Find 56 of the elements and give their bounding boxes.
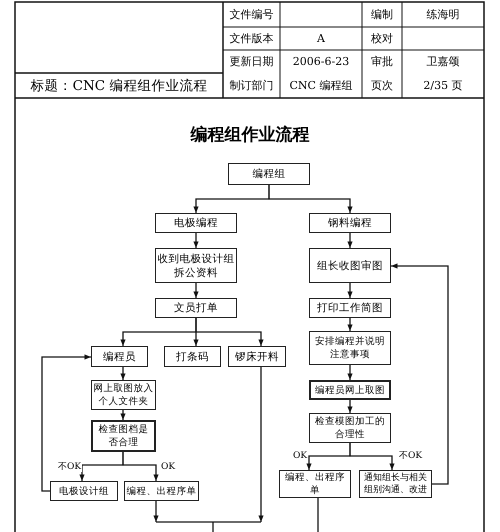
- process-box: 电极编程: [155, 213, 237, 233]
- process-box: 通知组长与相关组别沟通、改进: [359, 470, 432, 498]
- table-cell-text: 文件编号: [230, 7, 274, 22]
- table-cell-text: 练海明: [426, 7, 460, 22]
- process-box: 编程员网上取图: [309, 380, 391, 400]
- process-box: 检查图档是否合理: [91, 420, 156, 452]
- table-cell-text: 文件版本: [230, 31, 274, 46]
- arrow: [122, 452, 159, 481]
- process-box: 打条码: [164, 346, 221, 367]
- edge-label: OK: [292, 451, 308, 461]
- table-cell-text: 校对: [371, 31, 393, 46]
- arrow: [41, 354, 91, 492]
- table-cell-text: 标题：CNC 编程组作业流程: [30, 76, 208, 94]
- arrow: [349, 443, 395, 470]
- arrow: [347, 318, 353, 331]
- arrow: [258, 367, 264, 522]
- table-cell-text: 更新日期: [230, 54, 274, 69]
- table-cell-text: 卫嘉颂: [426, 54, 460, 69]
- process-box: 编程组: [228, 163, 310, 185]
- table-cell-text: 审批: [371, 54, 393, 69]
- process-box: 检查模图加工的合理性: [309, 413, 391, 443]
- arrow: [153, 501, 159, 522]
- table-cell-text: 页次: [371, 78, 393, 93]
- process-box: 锣床开料: [228, 346, 286, 367]
- arrow: [120, 367, 126, 380]
- arrow: [193, 233, 199, 248]
- process-box: 收到电极设计组拆公资料: [155, 248, 237, 283]
- table-cell-text: 制订部门: [230, 78, 274, 93]
- process-box: 钢料编程: [309, 213, 391, 233]
- table-cell-text: CNC 编程组: [290, 78, 352, 93]
- process-box: 打印工作简图: [309, 298, 391, 318]
- edge-label: 不OK: [57, 462, 82, 472]
- arrow: [391, 263, 449, 485]
- process-box: 组长收图审图: [309, 248, 391, 283]
- table-cell-text: 编制: [371, 7, 393, 22]
- process-box: 电极设计组: [50, 481, 118, 501]
- arrow: [347, 365, 353, 380]
- arrow: [268, 185, 353, 213]
- table-cell-text: A: [317, 32, 325, 45]
- arrow: [347, 400, 353, 413]
- process-box: 安排编程并说明注意事项: [309, 331, 391, 365]
- table-cell-text: 2006-6-23: [292, 55, 350, 68]
- arrow: [347, 283, 353, 298]
- arrow: [195, 318, 264, 346]
- arrow: [120, 410, 126, 420]
- process-box: 文员打单: [155, 298, 237, 318]
- arrow: [193, 283, 199, 298]
- arrow: [347, 233, 353, 248]
- table-cell-text: 2/35 页: [423, 78, 463, 93]
- process-box: 编程、出程序单: [279, 470, 351, 498]
- edge-label: 不OK: [398, 451, 424, 461]
- process-box: 网上取图放入个人文件夹: [91, 380, 156, 410]
- edge-label: OK: [160, 462, 176, 472]
- process-box: 编程员: [91, 346, 148, 367]
- diagram-title: 编程组作业流程: [190, 125, 310, 145]
- process-box: 编程、出程序单: [124, 481, 199, 501]
